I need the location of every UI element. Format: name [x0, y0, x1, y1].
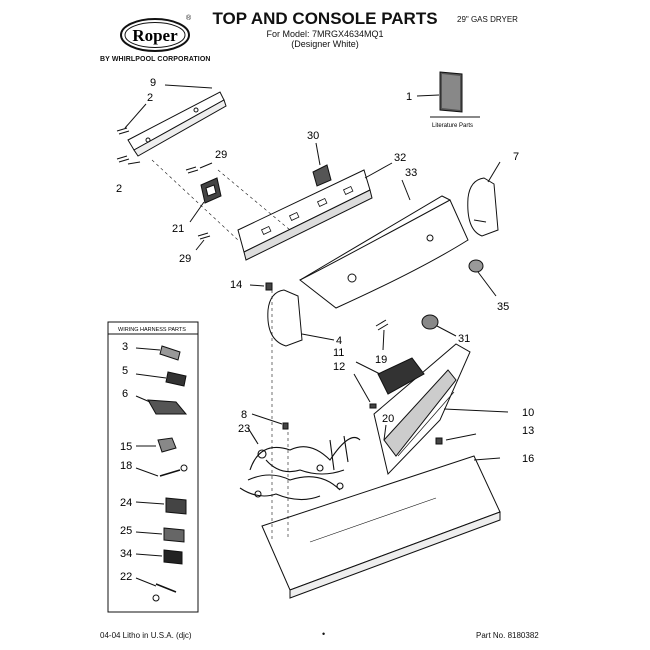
footer-print-info: 04-04 Litho in U.S.A. (djc) — [100, 631, 192, 640]
wiring-harness-kit-box — [107, 321, 199, 613]
callout-32: 32 — [394, 152, 406, 164]
wiring-harness — [239, 427, 361, 501]
callout-13: 13 — [522, 425, 534, 437]
callout-34: 34 — [120, 548, 132, 560]
footer-part-number: Part No. 8180382 — [476, 631, 539, 640]
callout-31: 31 — [458, 333, 470, 345]
callout-20: 20 — [382, 413, 394, 425]
screw — [383, 424, 387, 441]
model-number: For Model: 7MRGX4634MQ1 — [266, 29, 384, 39]
screw — [116, 103, 147, 165]
literature-booklet — [416, 71, 480, 118]
callout-2: 2 — [147, 92, 153, 104]
callout-24: 24 — [120, 497, 132, 509]
timer — [312, 142, 332, 187]
callout-12: 12 — [333, 361, 345, 373]
corporation-line: BY WHIRLPOOL CORPORATION — [100, 56, 211, 63]
switch — [189, 177, 222, 223]
callout-8: 8 — [241, 409, 247, 421]
model-info: For Model: 7MRGX4634MQ1 (Designer White) — [0, 29, 650, 49]
console-backguard — [299, 179, 469, 309]
callout-7: 7 — [513, 151, 519, 163]
footer-center-mark: • — [322, 629, 326, 639]
bolt — [375, 319, 389, 351]
callout-2b: 2 — [116, 183, 122, 195]
callout-22: 22 — [120, 571, 132, 583]
callout-19: 19 — [375, 354, 387, 366]
callout-14: 14 — [230, 279, 242, 291]
screw — [185, 162, 213, 174]
callout-25: 25 — [120, 525, 132, 537]
knob — [468, 259, 497, 297]
trademark-mark: ® — [186, 15, 192, 22]
callout-23: 23 — [238, 423, 250, 435]
knob — [421, 314, 457, 337]
kit-title: WIRING HARNESS PARTS — [118, 327, 186, 333]
end-cap-right — [467, 161, 501, 237]
literature-label-group: Literature Parts — [432, 123, 473, 129]
callout-6: 6 — [122, 388, 128, 400]
dryer-type: 29" GAS DRYER — [457, 15, 518, 24]
callout-3: 3 — [122, 341, 128, 353]
callout-1: 1 — [406, 91, 412, 103]
callout-21: 21 — [172, 223, 184, 235]
callout-30: 30 — [307, 130, 319, 142]
screw — [249, 282, 273, 291]
screw — [251, 413, 289, 430]
screw — [435, 433, 477, 445]
page-title: TOP AND CONSOLE PARTS — [212, 9, 438, 28]
callout-16: 16 — [522, 453, 534, 465]
clip — [353, 373, 377, 409]
callout-9: 9 — [150, 77, 156, 89]
callout-35: 35 — [497, 301, 509, 313]
lint-screen — [355, 357, 425, 395]
end-cap-left — [267, 289, 335, 347]
screw — [195, 232, 211, 251]
model-color: (Designer White) — [291, 39, 359, 49]
brand-logo-text: Roper — [132, 26, 178, 45]
callout-11: 11 — [333, 347, 344, 359]
callout-29b: 29 — [179, 253, 191, 265]
literature-parts-label: Literature Parts — [432, 123, 473, 129]
callout-29: 29 — [215, 149, 227, 161]
console-panel — [237, 162, 393, 261]
control-panel — [373, 343, 509, 476]
callout-15: 15 — [120, 441, 132, 453]
callout-18: 18 — [120, 460, 132, 472]
roper-logo: Roper — [120, 18, 190, 52]
callout-10: 10 — [522, 407, 534, 419]
callout-5: 5 — [122, 365, 128, 377]
main-top — [261, 455, 501, 599]
rear-bracket — [127, 84, 227, 157]
callout-33: 33 — [405, 167, 417, 179]
callout-numbers: 1 2 2 9 29 29 30 32 33 7 21 14 35 4 31 1… — [116, 77, 534, 583]
callout-4: 4 — [336, 335, 342, 347]
